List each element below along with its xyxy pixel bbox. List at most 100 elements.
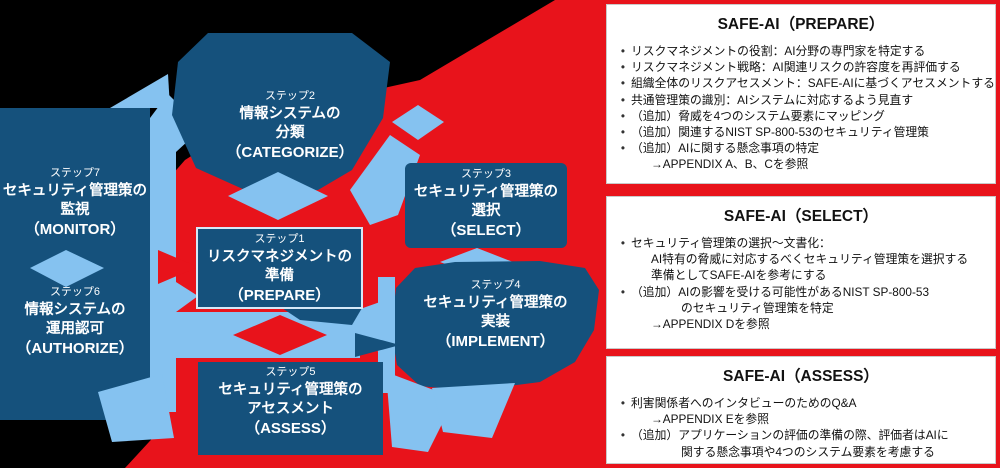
- step-title: 情報システムの 運用認可: [24, 302, 126, 337]
- step-5-assess: ステップ5 セキュリティ管理策の アセスメント （ASSESS）: [200, 366, 381, 439]
- step-number: ステップ5: [265, 366, 316, 378]
- panel-bullet-line: • （追加）アプリケーションの評価の準備の際、評価者はAIに: [607, 427, 995, 443]
- bullet-icon: •: [620, 44, 626, 58]
- panel-bullet-text: セキュリティ管理策の選択～文書化：: [631, 236, 831, 250]
- cycle-arrow-categorize-select: [350, 135, 420, 225]
- bullet-icon: •: [620, 76, 626, 91]
- cycle-arrow-monitor-authorize-diamond: [30, 250, 104, 287]
- panel-bullet-text: 準備としてSAFE-AIを参考にする: [651, 268, 827, 283]
- bullet-icon: •: [620, 125, 626, 140]
- panel-bullet-line: →APPENDIX A、B、Cを参照: [607, 156, 995, 172]
- step-6-authorize: ステップ6 情報システムの 運用認可 （AUTHORIZE）: [0, 286, 150, 359]
- step-number: ステップ6: [49, 286, 101, 298]
- panel-title: SAFE-AI（ASSESS）: [723, 368, 879, 385]
- step2-categorize-shape: [172, 33, 390, 190]
- step-title: リスクマネジメントの 準備: [207, 249, 352, 284]
- panel-bullet-line: • リスクマネジメントの役割：AI分野の専門家を特定する: [607, 43, 995, 59]
- step-title: セキュリティ管理策の 監視: [2, 183, 148, 218]
- red-diamond-below-prepare: [233, 315, 327, 355]
- panel-bullet-line: AI特有の脅威に対応するべくセキュリティ管理策を選択する: [607, 251, 995, 267]
- step-number: ステップ2: [264, 90, 316, 102]
- step-4-implement: ステップ4 セキュリティ管理策の 実装 （IMPLEMENT）: [393, 279, 598, 352]
- panel-bullet-line: •（追加）AIの影響を受ける可能性があるNIST SP-800-53: [607, 284, 995, 300]
- panel-bullet-line: • （追加）AIに関する懸念事項の特定: [607, 140, 995, 156]
- panel-bullet-text: 利害関係者へのインタビューのためのQ&A: [631, 396, 857, 410]
- step-number: ステップ1: [254, 233, 305, 245]
- step-english-label: （PREPARE）: [228, 287, 331, 304]
- panel-bullet-line: • （追加）関連するNIST SP-800-53のセキュリティ管理策: [607, 124, 995, 140]
- panel-bullet-line: のセキュリティ管理策を特定: [607, 300, 995, 316]
- panel-bullet-line: • 利害関係者へのインタビューのためのQ&A: [607, 395, 995, 411]
- safe-ai-assess-panel: SAFE-AI（ASSESS） • 利害関係者へのインタビューのためのQ&A →AP…: [606, 356, 996, 464]
- cycle-arrow-topright-diamond: [392, 105, 444, 140]
- panel-bullet-line: →APPENDIX Eを参照: [607, 411, 995, 427]
- panel-bullet-text: リスクマネジメント戦略：AI関連リスクの許容度を再評価する: [631, 60, 961, 75]
- step-1-prepare: ステップ1 リスクマネジメントの 準備 （PREPARE）: [199, 233, 360, 306]
- safe-ai-select-panel: SAFE-AI（SELECT） • セキュリティ管理策の選択～文書化： AI特有の脅…: [606, 196, 996, 349]
- panel-bullet-text: 関する懸念事項や4つのシステム要素を考慮する: [681, 444, 935, 459]
- step5-assess-shape: [198, 362, 383, 455]
- panel-bullet-list: • リスクマネジメントの役割：AI分野の専門家を特定する • リスクマネジメント戦略：…: [607, 43, 995, 173]
- safe-ai-prepare-panel: SAFE-AI（PREPARE） • リスクマネジメントの役割：AI分野の専門家を…: [606, 4, 996, 184]
- navy-wedge-below-prepare: [282, 308, 362, 325]
- step-title: 情報システムの 分類: [239, 106, 341, 141]
- step-number: ステップ7: [49, 167, 101, 179]
- step-title: セキュリティ管理策の アセスメント: [218, 382, 363, 417]
- cycle-arrow-bottom-left-blob: [98, 374, 174, 442]
- bullet-icon: •: [620, 108, 626, 123]
- panel-bullet-line: 準備としてSAFE-AIを参考にする: [607, 267, 995, 283]
- cycle-arrow-below-categorize: [228, 172, 328, 220]
- panel-bullet-text: （追加）脅威を4つのシステム要素にマッピング: [631, 108, 885, 123]
- step-english-label: （SELECT）: [441, 222, 531, 239]
- step4-implement-shape: [391, 261, 599, 391]
- panel-title: SAFE-AI（PREPARE）: [717, 16, 885, 33]
- bullet-icon: •: [620, 60, 626, 75]
- panel-bullet-text: →APPENDIX A、B、Cを参照: [651, 157, 809, 172]
- panel-bullet-text: リスクマネジメントの役割：AI分野の専門家を特定する: [631, 44, 926, 58]
- cycle-arrow-top-left-wedge: [110, 74, 170, 108]
- bullet-icon: •: [620, 92, 626, 107]
- step-english-label: （IMPLEMENT）: [436, 333, 555, 350]
- step-title: セキュリティ管理策の 選択: [413, 184, 559, 219]
- step-2-categorize: ステップ2 情報システムの 分類 （CATEGORIZE）: [185, 90, 395, 163]
- step-3-select: ステップ3 セキュリティ管理策の 選択 （SELECT）: [407, 168, 565, 241]
- red-diamond-left-panel: [158, 250, 198, 284]
- panel-bullet-text: （追加）AIに関する懸念事項の特定: [631, 141, 820, 156]
- bullet-icon: •: [620, 428, 626, 443]
- step-english-label: （MONITOR）: [24, 221, 126, 238]
- panel-bullet-text: AI特有の脅威に対応するべくセキュリティ管理策を選択する: [651, 252, 969, 267]
- panel-bullet-text: （追加）アプリケーションの評価の準備の際、評価者はAIに: [631, 428, 949, 443]
- panel-bullet-text: 共通管理策の識別：AIシステムに対応するよう見直す: [631, 92, 914, 107]
- step-number: ステップ4: [470, 279, 521, 291]
- panel-bullet-line: →APPENDIX Dを参照: [607, 316, 995, 332]
- panel-bullet-text: のセキュリティ管理策を特定: [681, 300, 834, 315]
- cycle-arrow-left-chevron: [176, 282, 198, 312]
- bullet-icon: •: [620, 396, 626, 410]
- step-title: セキュリティ管理策の 実装: [423, 295, 568, 330]
- panel-bullet-text: 組織全体のリスクアセスメント：SAFE-AIに基づくアセスメントする: [631, 76, 995, 91]
- step-7-monitor: ステップ7 セキュリティ管理策の 監視 （MONITOR）: [0, 167, 150, 240]
- panel-bullet-text: （追加）AIの影響を受ける可能性があるNIST SP-800-53: [631, 284, 930, 299]
- step-english-label: （ASSESS）: [245, 420, 336, 437]
- panel-bullet-text: →APPENDIX Dを参照: [651, 317, 770, 332]
- panel-bullet-text: →APPENDIX Eを参照: [651, 412, 769, 427]
- navy-wedge-bottom-band: [355, 333, 400, 357]
- bullet-icon: •: [620, 236, 626, 250]
- panel-bullet-list: • 利害関係者へのインタビューのためのQ&A →APPENDIX Eを参照 • （追加）…: [607, 395, 995, 460]
- cycle-arrow-below-implement: [432, 383, 515, 438]
- step1-prepare-shape: [196, 227, 363, 309]
- step3-select-shape: [405, 163, 567, 248]
- panel-bullet-list: • セキュリティ管理策の選択～文書化： AI特有の脅威に対応するべくセキュリティ管理…: [607, 235, 995, 332]
- panel-bullet-line: • （追加）脅威を4つのシステム要素にマッピング: [607, 108, 995, 124]
- step-english-label: （AUTHORIZE）: [16, 340, 134, 357]
- step-number: ステップ3: [460, 168, 512, 180]
- step-english-label: （CATEGORIZE）: [226, 144, 354, 161]
- panel-bullet-line: • 組織全体のリスクアセスメント：SAFE-AIに基づくアセスメントする: [607, 75, 995, 91]
- panel-bullet-line: • リスクマネジメント戦略：AI関連リスクの許容度を再評価する: [607, 59, 995, 75]
- panel-bullet-line: • 共通管理策の識別：AIシステムに対応するよう見直す: [607, 92, 995, 108]
- panel-title: SAFE-AI（SELECT）: [723, 208, 879, 225]
- panel-bullet-line: • セキュリティ管理策の選択～文書化：: [607, 235, 995, 251]
- panel-bullet-text: （追加）関連するNIST SP-800-53のセキュリティ管理策: [631, 125, 929, 140]
- bullet-icon: •: [620, 141, 626, 156]
